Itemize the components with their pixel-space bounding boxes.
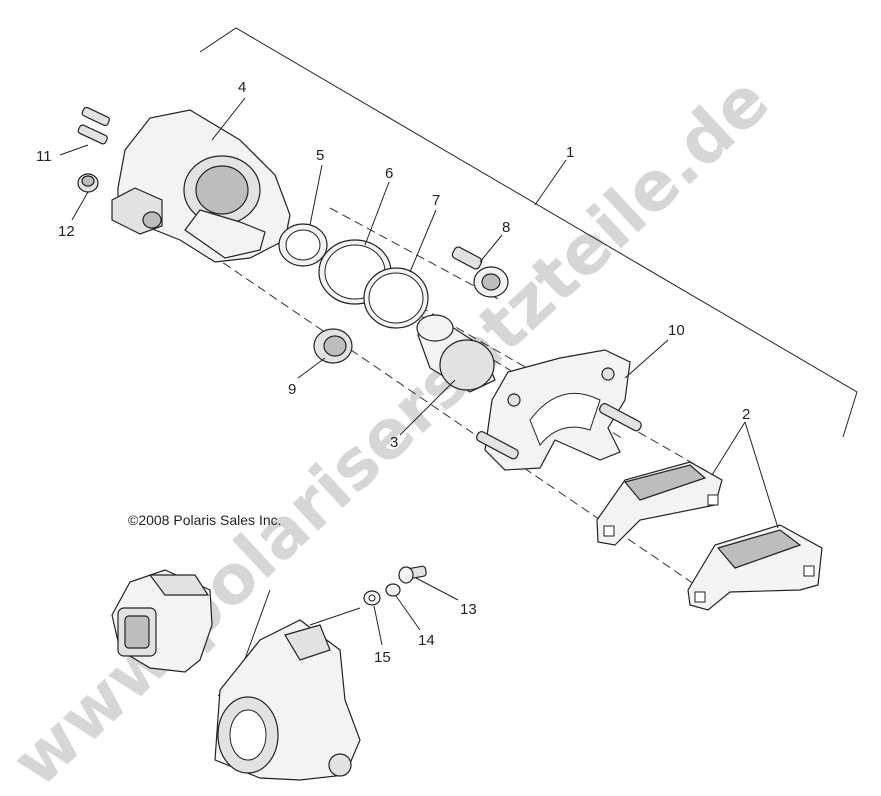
piston-boot-part [313, 328, 353, 364]
bleeder-valve-part [451, 246, 509, 298]
callout-11: 11 [36, 148, 52, 165]
callout-4: 4 [238, 79, 246, 96]
callout-6: 6 [385, 165, 393, 182]
assembled-caliper-inset [111, 569, 213, 673]
caliper-bracket-part [476, 349, 642, 471]
callout-3: 3 [390, 434, 398, 451]
callout-10: 10 [668, 322, 685, 339]
callout-5: 5 [316, 147, 324, 164]
knuckle-pointer-line [309, 607, 361, 626]
mount-bolt-part [398, 565, 427, 584]
piston-part [416, 314, 496, 393]
flat-washer-part [363, 590, 381, 606]
spindle-knuckle-inset [214, 619, 361, 781]
o-ring-part [363, 267, 429, 329]
callouts: 1 2 3 4 5 6 7 8 9 10 11 12 13 14 15 [36, 79, 750, 666]
callout-14: 14 [418, 632, 435, 649]
bolt-part [77, 106, 110, 145]
leader-lines [59, 97, 779, 646]
assembly-bracket [199, 27, 858, 438]
callout-8: 8 [502, 219, 510, 236]
seal-ring-small-part [278, 223, 328, 267]
caliper-housing-part [111, 109, 291, 263]
brake-pad-lower-part [687, 524, 823, 611]
callout-1: 1 [566, 144, 574, 161]
callout-15: 15 [374, 649, 391, 666]
bushing-part [77, 173, 99, 193]
callout-12: 12 [58, 223, 75, 240]
callout-13: 13 [460, 601, 477, 618]
callout-9: 9 [288, 381, 296, 398]
callout-2: 2 [742, 406, 750, 423]
lock-washer-part [385, 583, 401, 597]
callout-7: 7 [432, 192, 440, 209]
copyright-notice: ©2008 Polaris Sales Inc. [128, 512, 282, 528]
brake-pad-upper-part [596, 461, 723, 546]
